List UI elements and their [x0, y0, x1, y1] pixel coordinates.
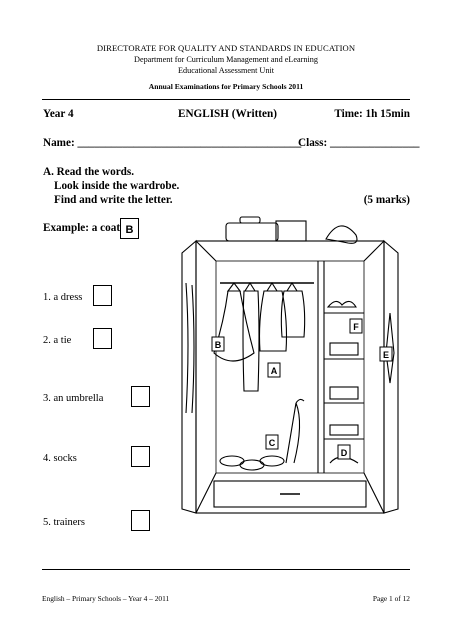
- section-a-line1: A. Read the words.: [43, 166, 135, 178]
- exam-subject: ENGLISH (Written): [178, 108, 277, 120]
- trainers-drawing: [259, 455, 285, 467]
- question-3-label: 3. an umbrella: [43, 393, 104, 404]
- section-a-marks: (5 marks): [363, 194, 410, 206]
- label-box-c: [265, 434, 279, 450]
- label-box-b: [211, 336, 225, 352]
- example-label: Example: a coat: [43, 222, 121, 234]
- label-box-a: [267, 362, 281, 378]
- header-exam-title: Annual Examinations for Primary Schools …: [148, 82, 304, 91]
- example-answer-box: B: [120, 218, 139, 239]
- label-b: B: [215, 340, 222, 350]
- header-department: Department for Curriculum Management and…: [134, 55, 318, 64]
- section-a-line2: Look inside the wardrobe.: [54, 180, 180, 192]
- top-box: [275, 220, 307, 242]
- right-door: [383, 239, 399, 514]
- question-4-label: 4. socks: [43, 453, 77, 464]
- label-d: D: [341, 448, 348, 458]
- question-1-label: 1. a dress: [43, 292, 83, 303]
- wardrobe-frame: [195, 240, 385, 514]
- name-field[interactable]: Name: __________________________________…: [43, 137, 302, 149]
- label-box-e: [379, 346, 393, 362]
- label-a: A: [271, 366, 278, 376]
- exam-time: Time: 1h 15min: [334, 108, 410, 120]
- wardrobe-back: [215, 260, 365, 474]
- question-2-label: 2. a tie: [43, 335, 72, 346]
- hat: [325, 225, 358, 244]
- suitcase: [225, 222, 279, 242]
- umbrella-drawing: [285, 402, 301, 464]
- label-f: F: [353, 322, 359, 332]
- header-directorate: DIRECTORATE FOR QUALITY AND STANDARDS IN…: [96, 43, 356, 53]
- label-box-f: [349, 318, 363, 334]
- dress-drawing: [213, 290, 255, 362]
- label-e: E: [383, 350, 389, 360]
- scarf-drawing: [185, 282, 195, 414]
- header-unit: Educational Assessment Unit: [178, 66, 274, 75]
- question-4-answer-box[interactable]: [131, 446, 150, 467]
- label-c: C: [269, 438, 276, 448]
- footer-rule: [42, 569, 410, 570]
- footer-page-number: Page 1 of 12: [372, 594, 410, 603]
- exam-year: Year 4: [43, 108, 74, 120]
- footer-left: English – Primary Schools – Year 4 – 201…: [42, 594, 170, 603]
- section-a-line3: Find and write the letter.: [54, 194, 173, 206]
- question-5-label: 5. trainers: [43, 517, 85, 528]
- question-2-answer-box[interactable]: [93, 328, 112, 349]
- question-1-answer-box[interactable]: [93, 285, 112, 306]
- bottom-drawer: [213, 480, 367, 508]
- example-answer: B: [125, 224, 134, 236]
- question-5-answer-box[interactable]: [131, 510, 150, 531]
- header-rule: [42, 99, 410, 100]
- label-box-d: [337, 444, 351, 460]
- left-door: [181, 239, 197, 514]
- tie-drawing: [385, 312, 395, 384]
- wardrobe-illustration: A B C D E F: [181, 216, 399, 514]
- question-3-answer-box[interactable]: [131, 386, 150, 407]
- class-field[interactable]: Class: ________________: [298, 137, 420, 149]
- socks-drawing: [326, 300, 357, 308]
